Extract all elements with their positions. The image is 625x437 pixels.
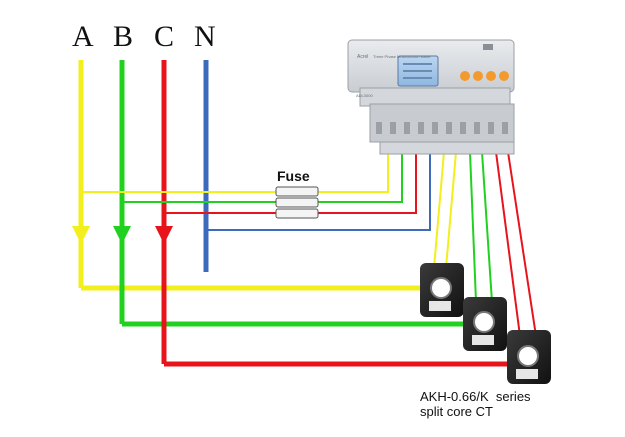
neutral-label: N [194,20,216,53]
ct-caption: AKH-0.66/K series split core CT [420,389,531,419]
ct-secondary-wires [433,151,537,337]
voltage-sense-wires [81,154,431,231]
meter-button [499,71,509,81]
energy-meter: Acrel Three Phase Multifunction Meter AD… [347,39,515,155]
ct-caption-line2: split core CT [420,404,493,419]
fuse-block [275,186,319,219]
phase-a-bus [72,60,425,291]
meter-button [486,71,496,81]
meter-terminals [376,122,508,134]
meter-model: ADL3000 [356,93,373,98]
fuse-label: Fuse [277,168,310,184]
phase-a-label: A [72,20,94,53]
ct-a [420,263,464,317]
phase-c-label: C [154,20,175,53]
ct-b [463,297,507,351]
phase-b-label: B [113,20,134,53]
ct-caption-line1: AKH-0.66/K series [420,389,531,404]
ct-c [507,330,551,384]
meter-title: Three Phase Multifunction Meter [373,54,431,59]
meter-brand: Acrel [357,54,368,60]
meter-button [473,71,483,81]
meter-button [460,71,470,81]
